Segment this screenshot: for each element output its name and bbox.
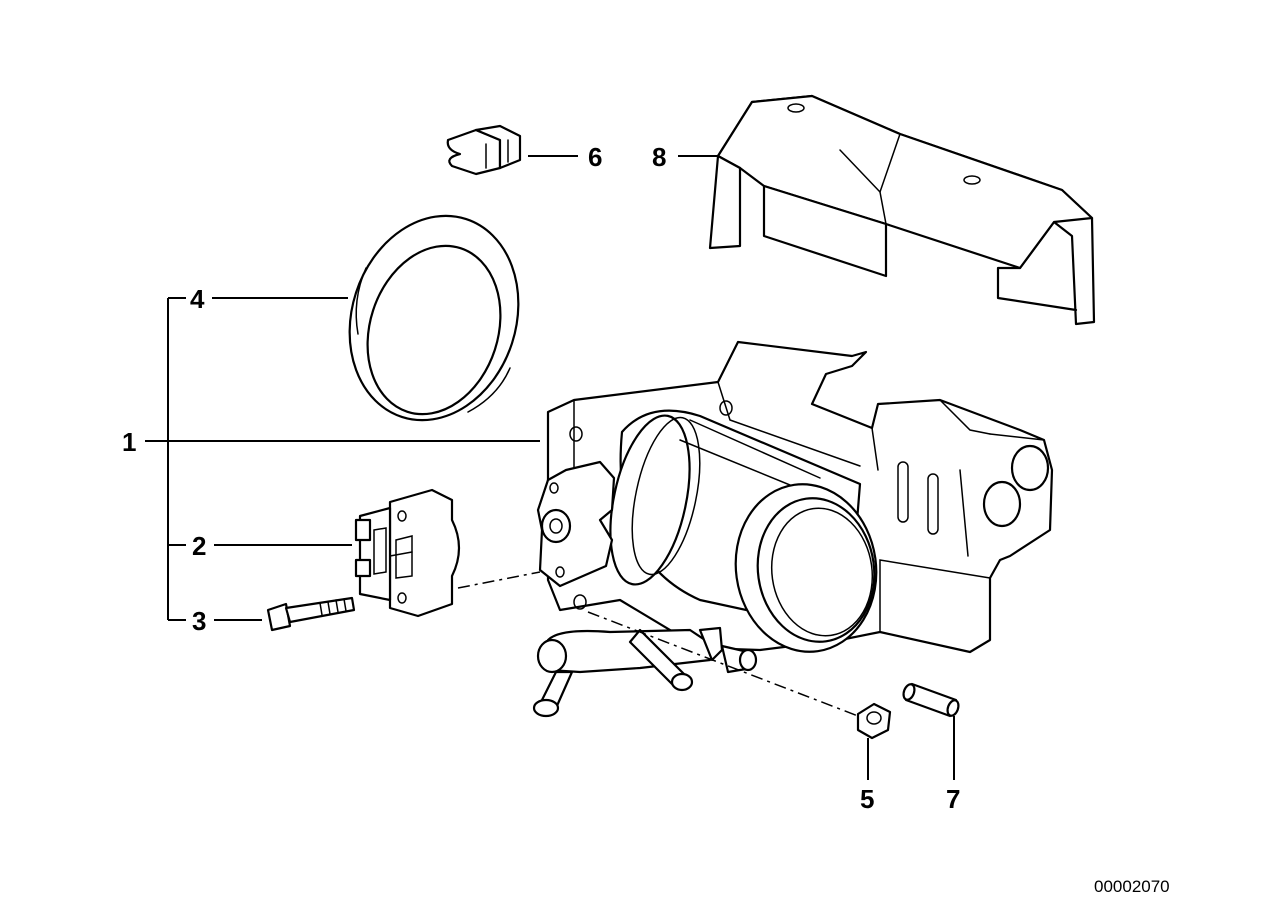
callout-1: 1	[122, 427, 136, 457]
pin-part	[902, 682, 960, 718]
callout-5: 5	[860, 784, 874, 814]
screw-part	[266, 596, 356, 632]
assembly-lines	[457, 571, 859, 717]
callout-2: 2	[192, 531, 206, 561]
reference-number: 00002070	[1094, 877, 1170, 896]
ring-seal-part	[348, 214, 520, 422]
callout-7: 7	[946, 784, 960, 814]
cover-part	[708, 94, 1096, 326]
callout-6: 6	[588, 142, 602, 172]
nut-part	[856, 702, 892, 740]
callout-3: 3	[192, 606, 206, 636]
sensor-part	[354, 488, 461, 618]
callout-labels: 1 2 3 4 5 6 7 8	[122, 142, 960, 814]
callout-8: 8	[652, 142, 666, 172]
callout-4: 4	[190, 284, 205, 314]
clip-part	[446, 124, 522, 176]
main-housing-part	[532, 340, 1054, 718]
leader-lines	[145, 155, 955, 780]
